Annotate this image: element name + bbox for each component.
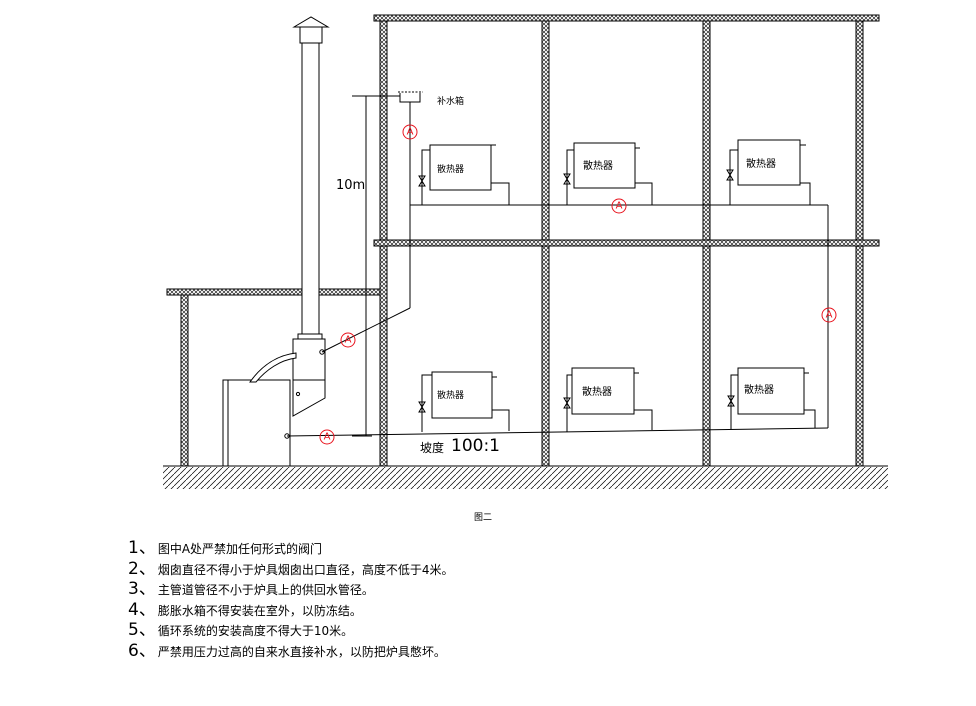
note-item: 2、烟囱直径不得小于炉具烟囱出口直径，高度不低于4米。 bbox=[128, 559, 688, 580]
roof-slab bbox=[373, 14, 880, 22]
radiator-label: 散热器 bbox=[582, 385, 612, 398]
column bbox=[702, 20, 711, 241]
no-valve-markers bbox=[319, 124, 837, 445]
note-number: 4、 bbox=[128, 599, 156, 620]
no-valve-marker-label: A bbox=[345, 335, 352, 346]
note-item: 5、循环系统的安装高度不得大于10米。 bbox=[128, 620, 688, 641]
note-item: 1、图中A处严禁加任何形式的阀门 bbox=[128, 538, 688, 559]
note-number: 1、 bbox=[128, 538, 156, 558]
radiator-boxes bbox=[429, 139, 809, 419]
stove bbox=[222, 338, 326, 467]
installation-notes: 1、图中A处严禁加任何形式的阀门 2、烟囱直径不得小于炉具烟囱出口直径，高度不低… bbox=[128, 538, 688, 661]
column bbox=[855, 20, 864, 241]
ground bbox=[163, 465, 888, 489]
no-valve-marker-label: A bbox=[324, 432, 331, 443]
note-item: 4、膨胀水箱不得安装在室外，以防冻结。 bbox=[128, 600, 688, 621]
radiator-label: 散热器 bbox=[437, 163, 464, 175]
radiator-label: 散热器 bbox=[746, 157, 776, 170]
chimney bbox=[292, 16, 330, 340]
piping bbox=[286, 102, 829, 437]
no-valve-marker-label: A bbox=[616, 201, 623, 212]
slope-label: 坡度 bbox=[420, 440, 444, 455]
radiator-label: 散热器 bbox=[437, 389, 464, 401]
radiator-label: 散热器 bbox=[744, 383, 774, 396]
note-text: 主管道管径不小于炉具上的供回水管径。 bbox=[157, 583, 374, 597]
column bbox=[379, 245, 388, 467]
floor-slab bbox=[373, 239, 880, 247]
valves bbox=[418, 169, 735, 413]
note-text: 烟囱直径不得小于炉具烟囱出口直径，高度不低于4米。 bbox=[157, 562, 454, 577]
shed-column bbox=[180, 294, 189, 467]
note-item: 6、严禁用压力过高的自来水直接补水，以防把炉具憋坏。 bbox=[128, 641, 688, 662]
no-valve-marker-label: A bbox=[826, 310, 833, 321]
note-number: 2、 bbox=[128, 558, 156, 579]
slope-ratio: 100:1 bbox=[451, 436, 500, 456]
column bbox=[379, 20, 388, 241]
note-number: 5、 bbox=[128, 620, 156, 640]
column bbox=[541, 245, 550, 467]
column bbox=[855, 245, 864, 467]
note-text: 膨胀水箱不得安装在室外，以防冻结。 bbox=[157, 603, 362, 618]
note-number: 3、 bbox=[128, 579, 156, 599]
makeup-tank-label: 补水箱 bbox=[437, 95, 464, 107]
column bbox=[702, 245, 711, 467]
figure-caption: 图二 bbox=[474, 512, 492, 523]
radiator-label: 散热器 bbox=[583, 159, 613, 172]
height-label: 10m bbox=[336, 178, 365, 193]
shed-roof bbox=[166, 288, 383, 296]
height-dimension bbox=[352, 95, 400, 437]
column bbox=[541, 20, 550, 241]
note-text: 循环系统的安装高度不得大于10米。 bbox=[157, 624, 354, 638]
note-text: 严禁用压力过高的自来水直接补水，以防把炉具憋坏。 bbox=[157, 644, 446, 659]
note-number: 6、 bbox=[128, 640, 156, 661]
no-valve-marker-label: A bbox=[407, 127, 414, 138]
note-text: 图中A处严禁加任何形式的阀门 bbox=[157, 542, 323, 556]
note-item: 3、主管道管径不小于炉具上的供回水管径。 bbox=[128, 579, 688, 600]
